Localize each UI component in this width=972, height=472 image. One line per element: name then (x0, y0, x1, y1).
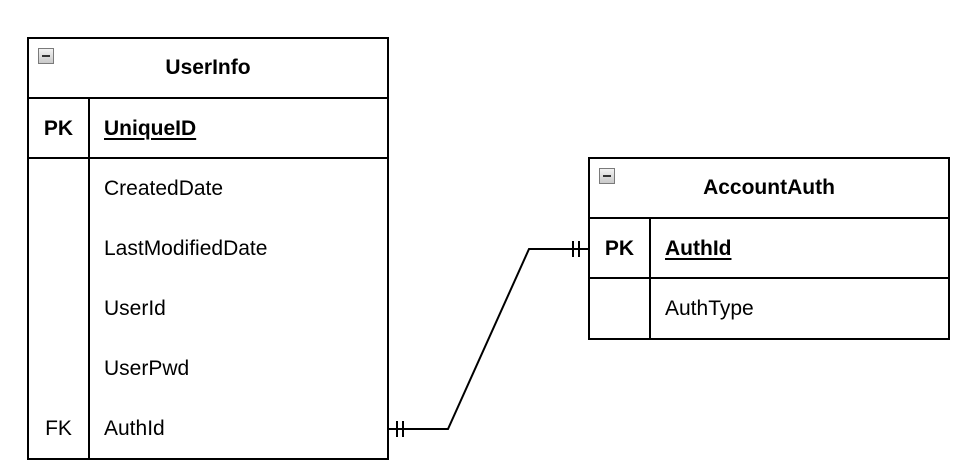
field-name: AuthType (665, 297, 754, 320)
field-name: UniqueID (104, 117, 197, 140)
key-column-divider (88, 99, 90, 458)
collapse-icon[interactable] (38, 48, 54, 64)
entity-accountauth[interactable]: AccountAuth PK AuthId AuthType (588, 157, 950, 340)
entity-header: UserInfo (29, 39, 387, 99)
key-label (29, 219, 88, 279)
entity-title: UserInfo (165, 56, 251, 79)
entity-header: AccountAuth (590, 159, 948, 219)
primary-key-row[interactable]: PK AuthId (590, 219, 948, 279)
field-name: UserId (104, 297, 166, 320)
field-row[interactable]: CreatedDate (29, 159, 387, 219)
entity-userinfo[interactable]: UserInfo PK UniqueID CreatedDate LastMod… (27, 37, 389, 460)
field-name: UserPwd (104, 357, 190, 380)
field-name: LastModifiedDate (104, 237, 268, 260)
key-label (29, 279, 88, 339)
field-row[interactable]: LastModifiedDate (29, 219, 387, 279)
key-label: PK (43, 117, 74, 140)
one-and-only-one-marker-icon (396, 421, 404, 437)
one-and-only-one-marker-icon (572, 241, 580, 257)
field-name: CreatedDate (104, 177, 224, 200)
key-label (29, 339, 88, 399)
key-label: PK (604, 237, 635, 260)
primary-key-section: PK AuthId (590, 219, 948, 279)
entity-title: AccountAuth (703, 176, 835, 199)
field-row[interactable]: UserPwd (29, 339, 387, 399)
relationship-line[interactable] (389, 248, 588, 430)
primary-key-section: PK UniqueID (29, 99, 387, 159)
field-name: AuthId (665, 237, 732, 260)
key-label (29, 159, 88, 219)
field-name: AuthId (104, 417, 165, 440)
key-label: FK (45, 417, 72, 440)
field-row[interactable]: AuthType (590, 279, 948, 339)
primary-key-row[interactable]: PK UniqueID (29, 99, 387, 159)
key-column-divider (649, 219, 651, 338)
field-row[interactable]: UserId (29, 279, 387, 339)
key-label (590, 279, 649, 339)
collapse-icon[interactable] (599, 168, 615, 184)
field-row[interactable]: FK AuthId (29, 399, 387, 459)
